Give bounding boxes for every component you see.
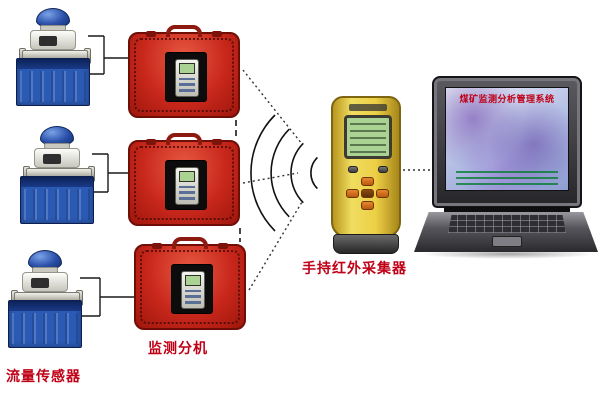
instrument-keys — [179, 78, 195, 92]
instrument-screen — [179, 171, 195, 182]
case-rivets — [140, 250, 240, 324]
keypad-button — [376, 189, 389, 198]
management-computer: 煤矿监测分析管理系统 — [414, 76, 598, 259]
wireless-signal-arcs-icon — [250, 114, 318, 232]
transmitter-display — [43, 154, 61, 164]
keypad-button — [361, 177, 374, 186]
flow-meter-device — [11, 250, 83, 306]
handheld-base-stand — [333, 234, 399, 254]
instrument-screen — [185, 275, 201, 286]
handheld-infrared-collector — [331, 96, 401, 254]
sensor-to-monitor-lines — [80, 35, 134, 317]
monitor-chain-dashed-lines — [235, 120, 241, 242]
transmitter-display — [39, 36, 57, 46]
case-handle — [172, 237, 208, 249]
case-rivets — [134, 38, 234, 112]
laptop-hinge — [444, 207, 570, 212]
monitor-unit-2 — [128, 133, 240, 226]
flow-meter-device — [23, 126, 95, 182]
flow-sensor-1 — [16, 8, 94, 108]
case-panel-window — [165, 160, 207, 210]
flow-sensor-2 — [20, 126, 98, 226]
instrument-screen — [179, 63, 195, 74]
handheld-brand-strip — [349, 104, 387, 111]
case-latch — [152, 243, 162, 249]
monitor-unit-3 — [134, 237, 246, 330]
case-panel-window — [171, 264, 213, 314]
monitor-unit-1 — [128, 25, 240, 118]
sensor-tank — [20, 176, 94, 224]
software-title: 煤矿监测分析管理系统 — [459, 94, 555, 104]
case-latch — [218, 243, 228, 249]
keypad-button — [378, 166, 388, 173]
handheld-body — [331, 96, 401, 238]
panel-instrument — [175, 59, 199, 97]
transmitter-body — [34, 148, 80, 168]
transmitter-body — [22, 272, 68, 292]
panel-instrument — [175, 167, 199, 205]
case-latch — [212, 139, 222, 145]
laptop-shadow — [420, 249, 596, 259]
keypad-button — [361, 201, 374, 210]
sensor-tank — [16, 58, 90, 106]
keypad-button — [361, 189, 374, 198]
infrared-dotted-links — [242, 69, 431, 291]
case-handle — [166, 133, 202, 145]
transmitter-display — [31, 278, 49, 288]
panel-instrument — [181, 271, 205, 309]
laptop-keyboard — [448, 215, 566, 233]
case-handle — [166, 25, 202, 37]
transmitter-body — [30, 30, 76, 50]
software-data-rows — [456, 169, 558, 185]
instrument-keys — [179, 186, 195, 200]
case-latch — [146, 139, 156, 145]
laptop-display: 煤矿监测分析管理系统 — [445, 87, 569, 191]
case-rivets — [134, 146, 234, 220]
flow-meter-device — [19, 8, 91, 64]
handheld-lcd-screen — [344, 115, 392, 159]
handheld-collector-label: 手持红外采集器 — [302, 260, 407, 276]
flow-sensor-label: 流量传感器 — [6, 368, 81, 384]
sensor-tank — [8, 300, 82, 348]
flow-sensor-3 — [8, 250, 86, 350]
keypad-button — [348, 166, 358, 173]
laptop-touchpad — [492, 236, 522, 247]
instrument-keys — [185, 290, 201, 304]
laptop-screen-bezel: 煤矿监测分析管理系统 — [432, 76, 582, 208]
case-latch — [146, 31, 156, 37]
monitor-unit-label: 监测分机 — [148, 340, 208, 356]
case-latch — [212, 31, 222, 37]
handheld-keypad — [345, 166, 391, 214]
case-panel-window — [165, 52, 207, 102]
keypad-button — [346, 189, 359, 198]
